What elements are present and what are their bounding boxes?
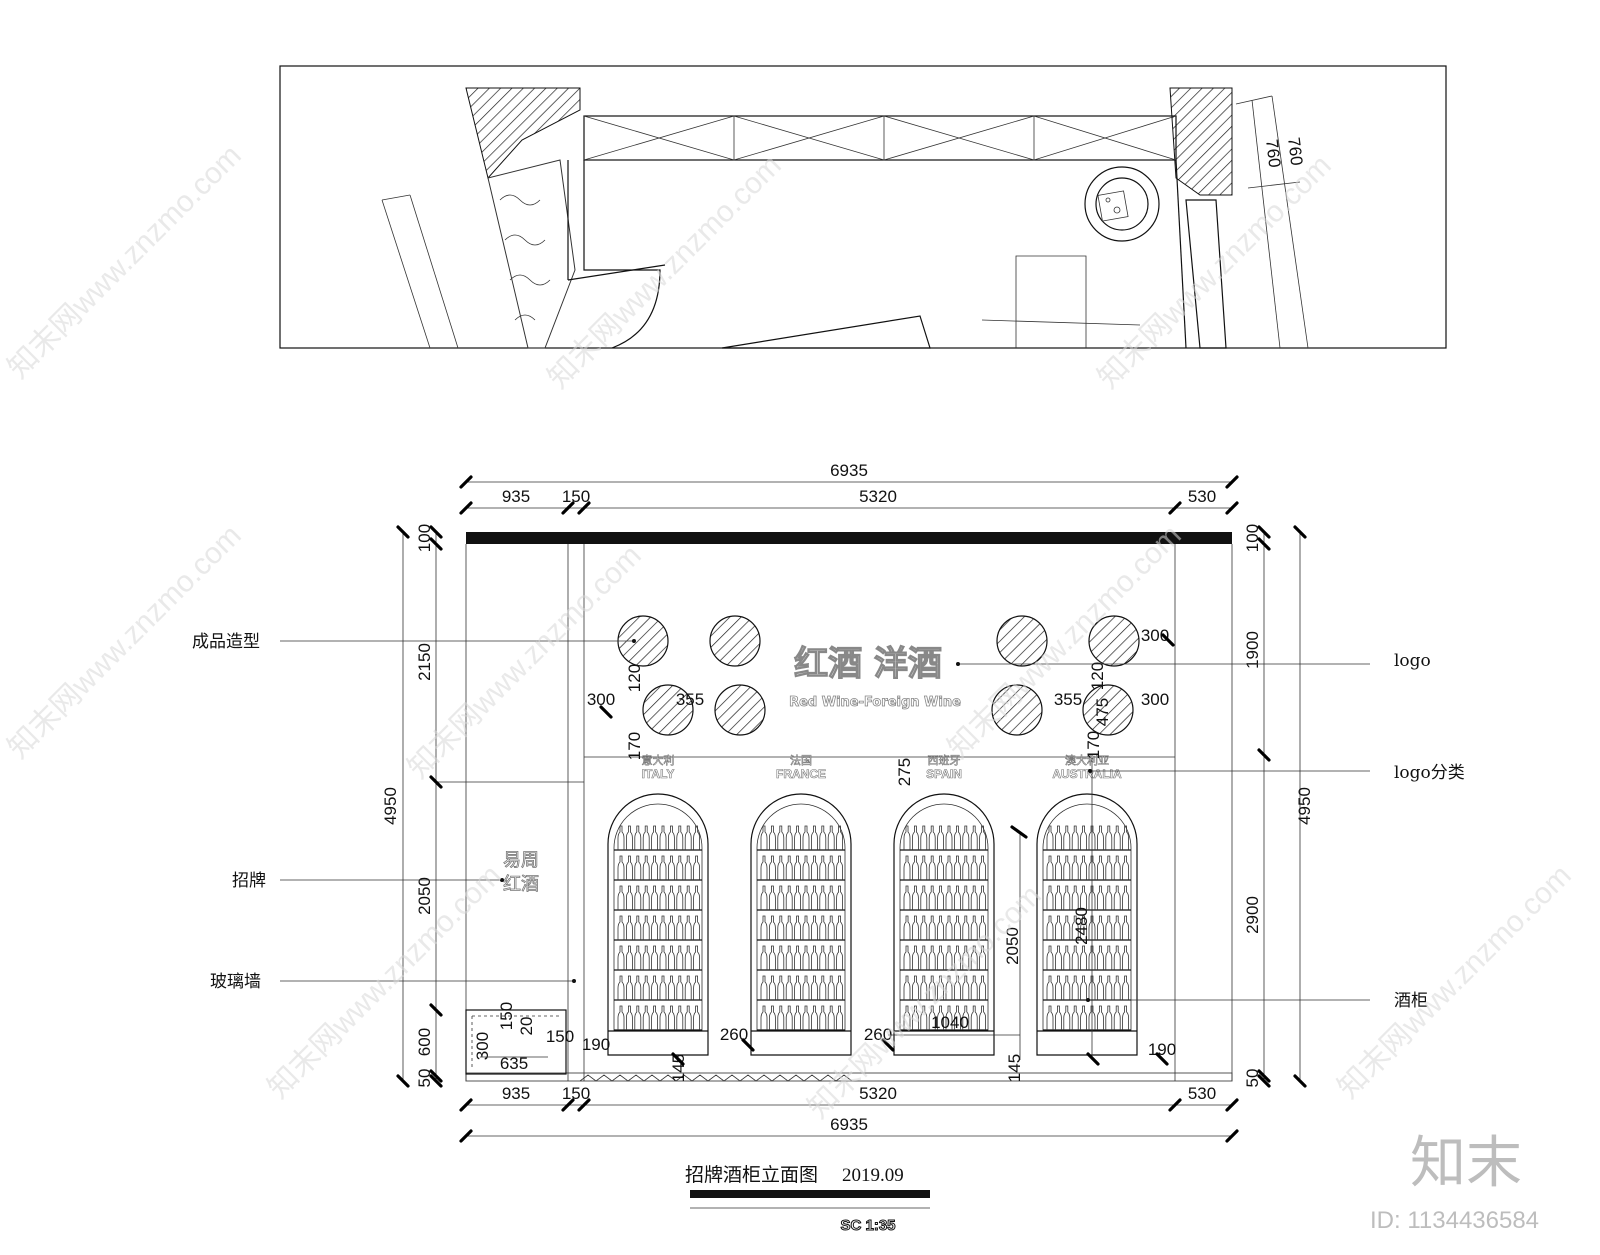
cabinet-arch xyxy=(893,793,995,1056)
callout-logo: logo xyxy=(1394,651,1431,671)
cabinet-label-en: FRANCE xyxy=(776,767,826,781)
watermarks: 知末网www.znzmo.com 知末网www.znzmo.com 知末网www… xyxy=(2,139,1578,1234)
dim-300-c: 300 xyxy=(1141,690,1169,709)
dim-190-a: 190 xyxy=(582,1035,610,1054)
decor-circles xyxy=(617,615,1140,736)
dim-left-seg-3: 2050 xyxy=(415,877,434,915)
title-block: 招牌酒柜立面图 2019.09 SC 1:35 xyxy=(685,1164,930,1235)
dim-left-total: 4950 xyxy=(381,787,400,825)
dim-bottom-seg-1: 935 xyxy=(502,1084,530,1103)
dim-170-a: 170 xyxy=(625,732,644,760)
dim-box-300: 300 xyxy=(473,1032,492,1060)
dim-top-seg-1: 935 xyxy=(502,487,530,506)
drawing-date: 2019.09 xyxy=(842,1165,904,1186)
watermark-site-7: 知末网www.znzmo.com xyxy=(262,859,508,1105)
dim-145-a: 145 xyxy=(669,1054,688,1082)
cabinet-label-en: SPAIN xyxy=(926,767,962,781)
dim-top-seg-2: 150 xyxy=(562,487,590,506)
dim-top-seg-4: 530 xyxy=(1188,487,1216,506)
cabinet-arch xyxy=(750,793,852,1056)
dim-top-total: 6935 xyxy=(830,461,868,480)
dim-top-seg-3: 5320 xyxy=(859,487,897,506)
drawing-title: 招牌酒柜立面图 xyxy=(685,1164,818,1186)
cabinet-label-cn: 澳大利亚 xyxy=(1065,753,1109,767)
dim-left-seg-2: 2150 xyxy=(415,643,434,681)
dim-1040: 1040 xyxy=(931,1013,969,1032)
dim-300-b: 300 xyxy=(1141,626,1169,645)
dim-475: 475 xyxy=(1093,698,1112,726)
cabinet-label-cn: 法国 xyxy=(790,753,812,767)
dim-145-b: 145 xyxy=(1005,1054,1024,1082)
dim-260-b: 260 xyxy=(864,1025,892,1044)
cabinet-label-cn: 西班牙 xyxy=(928,754,961,767)
dim-bottom-seg-3: 5320 xyxy=(859,1084,897,1103)
dim-box-150: 150 xyxy=(497,1002,516,1030)
plan-dim-760-a: 760 xyxy=(1284,136,1306,166)
callout-glass-wall: 玻璃墙 xyxy=(210,972,261,992)
callout-logo-category: logo分类 xyxy=(1394,763,1465,783)
watermark-id: ID: 1134436584 xyxy=(1370,1207,1539,1234)
dim-box-635: 635 xyxy=(500,1054,528,1073)
plan-view: 760 760 xyxy=(279,65,1447,349)
watermark-site-5: 知末网www.znzmo.com xyxy=(402,539,648,785)
logo-cn: 红酒 洋酒 xyxy=(794,644,942,684)
watermark-site-2: 知末网www.znzmo.com xyxy=(542,149,788,395)
plan-round-table xyxy=(1084,166,1160,242)
elevation-view: 红酒 洋酒 Red Wine-Foreign Wine 易周 红酒 意大利ITA… xyxy=(436,532,1233,1082)
logo-en: Red Wine-Foreign Wine xyxy=(789,695,961,710)
lower-box xyxy=(465,1009,567,1075)
dim-355-b: 355 xyxy=(1054,690,1082,709)
dim-170-b: 170 xyxy=(1084,731,1103,759)
plan-stone-wall xyxy=(487,159,576,349)
dim-right-seg-3: 2900 xyxy=(1243,896,1262,934)
dim-2480: 2480 xyxy=(1072,907,1091,945)
dim-275: 275 xyxy=(895,758,914,786)
dimensions: 6935 935 150 5320 530 935 150 5320 530 6… xyxy=(381,461,1314,1143)
watermark-site-9: 知末网www.znzmo.com xyxy=(1332,859,1578,1105)
dim-box-20: 20 xyxy=(517,1017,536,1036)
dim-right-seg-2: 1900 xyxy=(1243,631,1262,669)
dim-right-seg-1: 100 xyxy=(1243,524,1262,552)
dim-box-150b: 150 xyxy=(546,1027,574,1046)
cabinet-label-en: AUSTRALIA xyxy=(1052,767,1122,781)
cabinet-label-en: ITALY xyxy=(642,767,675,781)
dim-120-a: 120 xyxy=(625,664,644,692)
dim-300-a: 300 xyxy=(587,690,615,709)
callout-decor-shape: 成品造型 xyxy=(192,632,260,652)
dim-bottom-seg-2: 150 xyxy=(562,1084,590,1103)
dim-left-seg-1: 100 xyxy=(415,524,434,552)
dim-left-seg-5: 50 xyxy=(415,1069,434,1088)
drawing-scale: SC 1:35 xyxy=(840,1217,895,1234)
top-beam xyxy=(466,532,1232,544)
dim-355-a: 355 xyxy=(676,690,704,709)
side-sign-line1: 易周 xyxy=(503,850,539,871)
dim-bottom-seg-4: 530 xyxy=(1188,1084,1216,1103)
dim-right-seg-4: 50 xyxy=(1243,1069,1262,1088)
side-sign-line2: 红酒 xyxy=(503,874,539,895)
callouts: 成品造型 招牌 玻璃墙 logo logo分类 酒柜 xyxy=(192,632,1465,1011)
watermark-site-1: 知末网www.znzmo.com xyxy=(2,139,248,385)
plan-wall-left xyxy=(465,87,581,180)
dim-right-total: 4950 xyxy=(1295,787,1314,825)
callout-wine-cabinet: 酒柜 xyxy=(1394,991,1428,1011)
plan-wall-right xyxy=(1169,87,1233,196)
callout-signboard: 招牌 xyxy=(232,871,266,891)
dim-2050: 2050 xyxy=(1003,927,1022,965)
dim-bottom-total: 6935 xyxy=(830,1115,868,1134)
dim-190-b: 190 xyxy=(1148,1040,1176,1059)
cabinet-arch xyxy=(607,793,709,1056)
cabinet-label-cn: 意大利 xyxy=(642,753,675,767)
dim-260-a: 260 xyxy=(720,1025,748,1044)
cabinet-arch xyxy=(1036,793,1138,1056)
watermark-brand: 知末 xyxy=(1410,1131,1522,1196)
dim-left-seg-4: 600 xyxy=(415,1028,434,1056)
dim-120-b: 120 xyxy=(1088,662,1107,690)
plan-dim-760-b: 760 xyxy=(1262,138,1284,168)
